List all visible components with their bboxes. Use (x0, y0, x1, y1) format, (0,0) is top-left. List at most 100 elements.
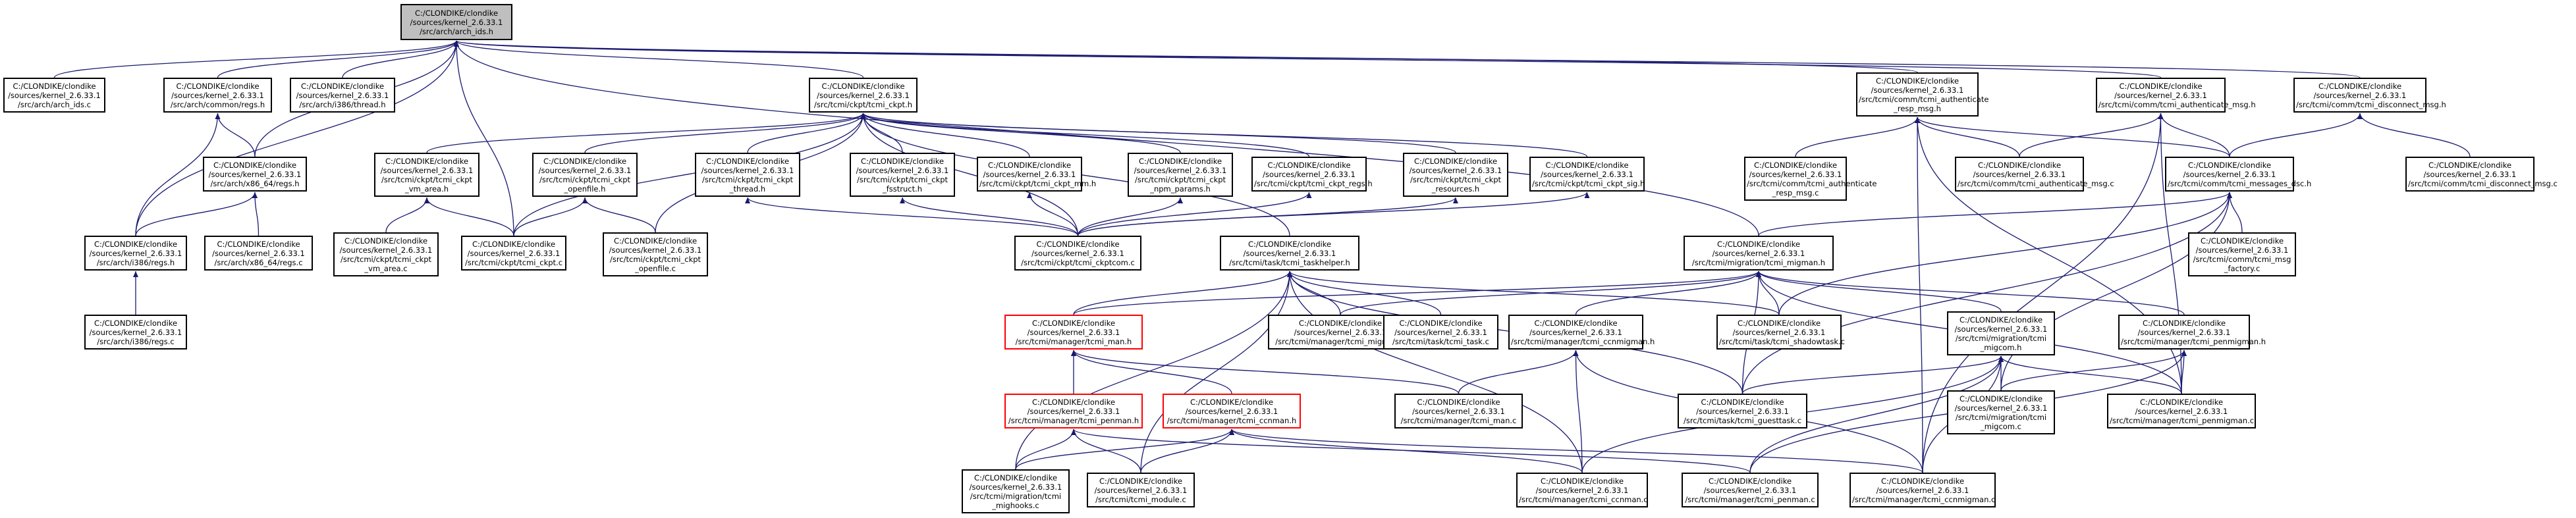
node-label-line: C:/CLONDIKE/clondike (344, 236, 428, 246)
node-label-line: /src/tcmi/migration/tcmi_migman.h (1691, 257, 1826, 267)
node-label-line: /sources/kernel_2.6.33.1 (1876, 485, 1969, 495)
node-ckpt-vm-area-h[interactable]: C:/CLONDIKE/clondike/sources/kernel_2.6.… (374, 153, 480, 197)
node-shadowtask-c[interactable]: C:/CLONDIKE/clondike/sources/kernel_2.6.… (1716, 315, 1845, 350)
node-label-line: /src/tcmi/ckpt/tcmi_ckpt (340, 254, 432, 264)
node-label-line: /sources/kernel_2.6.33.1 (208, 169, 302, 179)
node-i386-regs-c[interactable]: C:/CLONDIKE/clondike/sources/kernel_2.6.… (84, 315, 187, 350)
node-label-line: C:/CLONDIKE/clondike (1880, 476, 1965, 486)
node-label-line: /src/tcmi/comm/tcmi_messages_dsc.h (2168, 178, 2312, 188)
node-ccnmigman-c[interactable]: C:/CLONDIKE/clondike/sources/kernel_2.6.… (1850, 473, 1996, 507)
node-man-h[interactable]: C:/CLONDIKE/clondike/sources/kernel_2.6.… (1004, 315, 1143, 350)
node-label-line: C:/CLONDIKE/clondike (1417, 397, 1500, 407)
node-label-line: /sources/kernel_2.6.33.1 (983, 169, 1076, 179)
node-label-line: /src/tcmi/manager/tcmi_ccnman.c (1519, 494, 1648, 504)
node-arch-ids-c[interactable]: C:/CLONDIKE/clondike/sources/kernel_2.6.… (3, 78, 105, 113)
node-migcom-h[interactable]: C:/CLONDIKE/clondike/sources/kernel_2.6.… (1947, 311, 2055, 355)
include-edge (1015, 428, 1234, 470)
node-ckpt-openfile-h[interactable]: C:/CLONDIKE/clondike/sources/kernel_2.6.… (532, 153, 638, 197)
node-disconnect-msg-c[interactable]: C:/CLONDIKE/clondike/sources/kernel_2.6.… (2405, 157, 2558, 192)
node-label-line: /src/tcmi/ckpt/tcmi_ckpt.c (464, 257, 563, 267)
node-label-line: /sources/kernel_2.6.33.1 (1712, 248, 1805, 258)
include-edge (1915, 117, 1923, 473)
node-label-line: _thread.h (729, 184, 766, 194)
node-label-line: C:/CLONDIKE/clondike (1716, 239, 1801, 249)
node-label-line: /sources/kernel_2.6.33.1 (1954, 324, 2048, 334)
node-label-line: /sources/kernel_2.6.33.1 (609, 245, 702, 255)
node-label-line: C:/CLONDIKE/clondike (213, 160, 297, 170)
include-edge (582, 197, 656, 233)
include-edge (1071, 428, 1751, 473)
node-migcom-c[interactable]: C:/CLONDIKE/clondike/sources/kernel_2.6.… (1947, 390, 2055, 434)
node-guesttask-c[interactable]: C:/CLONDIKE/clondike/sources/kernel_2.6.… (1678, 394, 1807, 428)
node-penman-h[interactable]: C:/CLONDIKE/clondike/sources/kernel_2.6.… (1004, 394, 1143, 428)
node-label-line: /src/tcmi/manager/tcmi_man.h (1015, 336, 1132, 346)
node-authenticate-msg-h[interactable]: C:/CLONDIKE/clondike/sources/kernel_2.6.… (2096, 78, 2256, 113)
node-label-line: /src/tcmi/manager/tcmi_penman.c (1685, 494, 1815, 504)
include-edge (385, 197, 429, 233)
node-tcmi-ckpt-h[interactable]: C:/CLONDIKE/clondike/sources/kernel_2.6.… (809, 78, 918, 113)
node-label-line: C:/CLONDIKE/clondike (705, 156, 790, 166)
node-label-line: /sources/kernel_2.6.33.1 (1535, 485, 1629, 495)
node-authenticate-msg-c[interactable]: C:/CLONDIKE/clondike/sources/kernel_2.6.… (1955, 157, 2114, 192)
node-ckpt-regs-h[interactable]: C:/CLONDIKE/clondike/sources/kernel_2.6.… (1251, 157, 1373, 192)
node-ccnman-h[interactable]: C:/CLONDIKE/clondike/sources/kernel_2.6.… (1163, 394, 1301, 428)
node-common-regs-h[interactable]: C:/CLONDIKE/clondike/sources/kernel_2.6.… (163, 78, 272, 113)
node-penman-c[interactable]: C:/CLONDIKE/clondike/sources/kernel_2.6.… (1682, 473, 1819, 507)
include-edge (1795, 117, 1920, 157)
node-label-line: /sources/kernel_2.6.33.1 (817, 90, 910, 100)
node-taskhelper-h[interactable]: C:/CLONDIKE/clondike/sources/kernel_2.6.… (1220, 236, 1359, 271)
node-label-line: /sources/kernel_2.6.33.1 (380, 165, 474, 175)
node-msg-factory-c[interactable]: C:/CLONDIKE/clondike/sources/kernel_2.6.… (2188, 232, 2296, 276)
node-ckpt-vm-area-c[interactable]: C:/CLONDIKE/clondike/sources/kernel_2.6.… (333, 232, 439, 276)
node-ckpt-resources-h[interactable]: C:/CLONDIKE/clondike/sources/kernel_2.6.… (1403, 153, 1508, 197)
node-task-c[interactable]: C:/CLONDIKE/clondike/sources/kernel_2.6.… (1383, 315, 1498, 350)
include-edge (860, 113, 1588, 157)
node-x86-64-regs-c[interactable]: C:/CLONDIKE/clondike/sources/kernel_2.6.… (204, 236, 313, 271)
node-ckpt-sig-h[interactable]: C:/CLONDIKE/clondike/sources/kernel_2.6.… (1529, 157, 1645, 192)
node-label-line: C:/CLONDIKE/clondike (543, 156, 627, 166)
node-authenticate-resp-msg-c[interactable]: C:/CLONDIKE/clondike/sources/kernel_2.6.… (1744, 157, 1877, 201)
include-edge (2000, 192, 2232, 391)
node-label-line: C:/CLONDIKE/clondike (2318, 81, 2402, 91)
node-arch-ids-h[interactable]: C:/CLONDIKE/clondike/sources/kernel_2.6.… (400, 4, 512, 40)
node-label-line: /src/tcmi/ckpt/tcmi_ckpt (701, 174, 794, 184)
node-label-line: /src/tcmi/ckpt/tcmi_ckpt_sig.h (1532, 178, 1645, 188)
node-label-line: /src/tcmi/comm/tcmi_authenticate (1859, 94, 1989, 104)
node-label-line: C:/CLONDIKE/clondike (472, 239, 556, 249)
node-label-line: /src/tcmi/ckpt/tcmi_ckpt (1134, 174, 1226, 184)
node-label-line: C:/CLONDIKE/clondike (217, 239, 300, 249)
node-label-line: _migcom.h (1980, 342, 2022, 352)
node-ckpt-fsstruct-h[interactable]: C:/CLONDIKE/clondike/sources/kernel_2.6.… (850, 153, 955, 197)
node-label-line: /sources/kernel_2.6.33.1 (856, 165, 949, 175)
node-label-line: /sources/kernel_2.6.33.1 (1409, 165, 1502, 175)
node-x86-64-regs-h[interactable]: C:/CLONDIKE/clondike/sources/kernel_2.6.… (203, 157, 307, 192)
include-edge (454, 40, 2361, 78)
node-migman-h[interactable]: C:/CLONDIKE/clondike/sources/kernel_2.6.… (1684, 236, 1834, 271)
node-label-line: /sources/kernel_2.6.33.1 (1749, 169, 1842, 179)
include-edge (1077, 192, 1590, 236)
node-tcmi-module-c[interactable]: C:/CLONDIKE/clondike/sources/kernel_2.6.… (1087, 473, 1195, 507)
node-ckptcom-c[interactable]: C:/CLONDIKE/clondike/sources/kernel_2.6.… (1014, 236, 1141, 271)
node-penmigman-h[interactable]: C:/CLONDIKE/clondike/sources/kernel_2.6.… (2118, 315, 2266, 350)
node-man-c[interactable]: C:/CLONDIKE/clondike/sources/kernel_2.6.… (1394, 394, 1523, 428)
node-authenticate-resp-msg-h[interactable]: C:/CLONDIKE/clondike/sources/kernel_2.6.… (1856, 72, 1989, 117)
include-edge (135, 40, 459, 236)
node-i386-thread-h[interactable]: C:/CLONDIKE/clondike/sources/kernel_2.6.… (290, 78, 395, 113)
node-label-line: C:/CLONDIKE/clondike (1031, 397, 1116, 407)
node-mighooks-c[interactable]: C:/CLONDIKE/clondike/sources/kernel_2.6.… (962, 469, 1070, 513)
include-edge (426, 113, 866, 153)
include-edge (1741, 192, 2232, 394)
node-label-line: C:/CLONDIKE/clondike (13, 81, 96, 91)
node-i386-regs-h[interactable]: C:/CLONDIKE/clondike/sources/kernel_2.6.… (84, 236, 187, 271)
node-messages-dsc-h[interactable]: C:/CLONDIKE/clondike/sources/kernel_2.6.… (2165, 157, 2312, 192)
node-ckpt-mm-h[interactable]: C:/CLONDIKE/clondike/sources/kernel_2.6.… (977, 157, 1096, 192)
node-ckpt-npm-params-h[interactable]: C:/CLONDIKE/clondike/sources/kernel_2.6.… (1128, 153, 1233, 197)
node-ckpt-thread-h[interactable]: C:/CLONDIKE/clondike/sources/kernel_2.6.… (695, 153, 800, 197)
node-ckpt-openfile-c[interactable]: C:/CLONDIKE/clondike/sources/kernel_2.6.… (603, 232, 708, 276)
node-tcmi-ckpt-c[interactable]: C:/CLONDIKE/clondike/sources/kernel_2.6.… (461, 236, 566, 271)
node-ccnman-c[interactable]: C:/CLONDIKE/clondike/sources/kernel_2.6.… (1516, 473, 1648, 507)
node-penmigman-c[interactable]: C:/CLONDIKE/clondike/sources/kernel_2.6.… (2107, 394, 2256, 428)
node-ccnmigman-h[interactable]: C:/CLONDIKE/clondike/sources/kernel_2.6.… (1508, 315, 1655, 350)
node-disconnect-msg-h[interactable]: C:/CLONDIKE/clondike/sources/kernel_2.6.… (2293, 78, 2446, 113)
